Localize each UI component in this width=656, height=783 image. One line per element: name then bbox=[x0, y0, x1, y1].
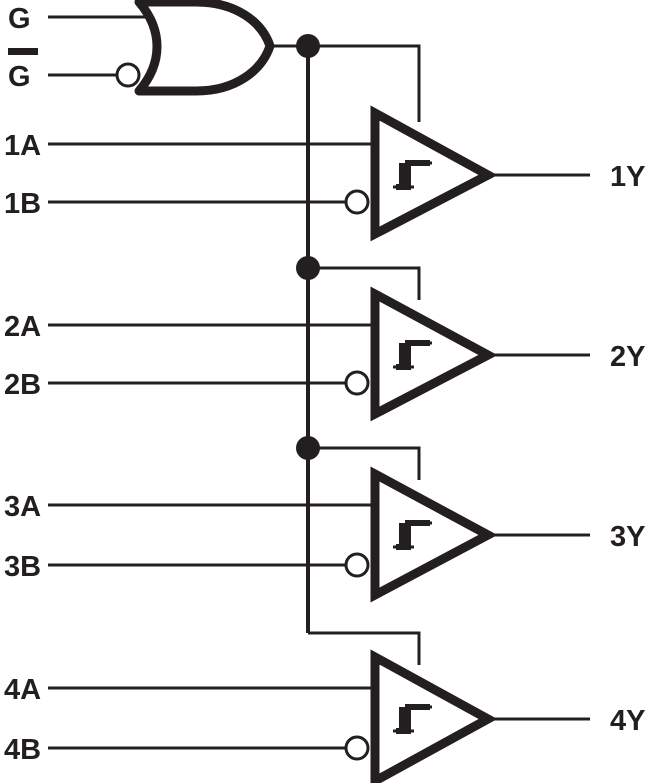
stage-1-buffer-triangle bbox=[370, 105, 498, 242]
label-input-2a: 2A bbox=[4, 311, 41, 343]
or-gate-body bbox=[134, 0, 275, 96]
stage-2-schmitt-trigger-icon bbox=[393, 340, 432, 370]
label-gbar-overbar bbox=[8, 48, 38, 55]
enable-or-gate bbox=[134, 0, 275, 96]
stage-3-buffer-triangle bbox=[370, 466, 498, 603]
stage-4-input-b-inversion-bubble-icon bbox=[344, 735, 370, 761]
enable-gbar-inversion-bubble-icon bbox=[115, 62, 141, 88]
stage-3-input-b-inversion-bubble-icon bbox=[344, 552, 370, 578]
label-input-3a: 3A bbox=[4, 491, 41, 523]
stage-4-schmitt-trigger-icon bbox=[393, 704, 432, 734]
stage-2-input-b-inversion-bubble-icon bbox=[344, 370, 370, 396]
label-g: G bbox=[8, 3, 31, 35]
label-input-4a: 4A bbox=[4, 674, 41, 706]
label-output-3y: 3Y bbox=[610, 521, 645, 553]
label-input-4b: 4B bbox=[4, 734, 41, 766]
label-input-1b: 1B bbox=[4, 188, 41, 220]
stage-3-schmitt-trigger-icon bbox=[393, 520, 432, 550]
stage-1 bbox=[48, 34, 590, 242]
label-gbar: G bbox=[8, 61, 31, 93]
label-input-1a: 1A bbox=[4, 130, 41, 162]
stage-2-enable-branch-wire bbox=[308, 266, 421, 300]
stage-3 bbox=[48, 436, 590, 603]
stage-1-schmitt-trigger-icon bbox=[393, 160, 432, 190]
stage-2 bbox=[48, 256, 590, 422]
label-output-4y: 4Y bbox=[610, 705, 645, 737]
label-input-3b: 3B bbox=[4, 551, 41, 583]
stage-1-input-b-inversion-bubble-icon bbox=[344, 189, 370, 215]
stage-2-buffer-triangle bbox=[370, 286, 498, 422]
label-input-2b: 2B bbox=[4, 369, 41, 401]
label-output-2y: 2Y bbox=[610, 341, 645, 373]
stage-4 bbox=[48, 631, 590, 783]
stage-4-buffer-triangle bbox=[370, 649, 498, 783]
stage-1-enable-branch-wire bbox=[308, 44, 421, 122]
stage-4-enable-branch-wire bbox=[308, 631, 421, 665]
stage-3-enable-branch-wire bbox=[308, 446, 421, 480]
label-output-1y: 1Y bbox=[610, 161, 645, 193]
